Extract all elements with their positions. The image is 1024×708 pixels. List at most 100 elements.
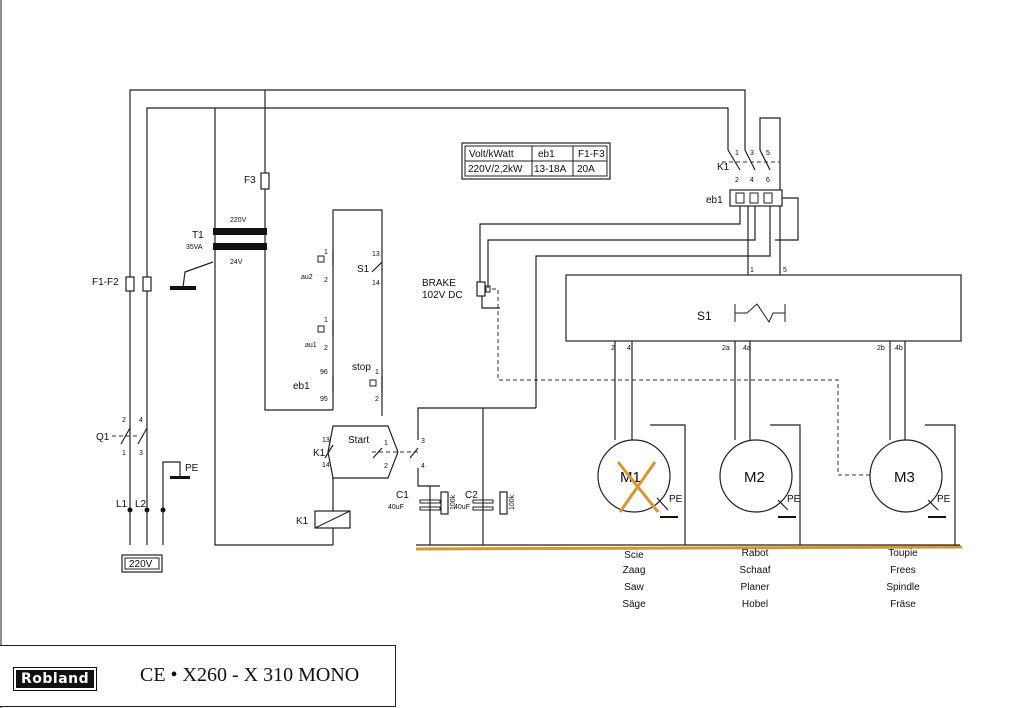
svg-text:14: 14 (322, 462, 330, 469)
svg-text:3: 3 (139, 450, 143, 457)
t1-secondary-label: 24V (230, 259, 243, 266)
svg-text:K1: K1 (296, 516, 309, 527)
svg-text:2: 2 (384, 463, 388, 470)
selector-switch-s1: S1 2 4 2a 4a 2b 4b (565, 274, 962, 352)
svg-text:S1: S1 (357, 264, 370, 275)
svg-text:1: 1 (324, 317, 328, 324)
svg-text:Start: Start (348, 435, 369, 446)
m3-label: M3 (894, 469, 915, 486)
f3-label: F3 (244, 175, 256, 186)
svg-text:Frees: Frees (890, 565, 916, 576)
svg-text:C2: C2 (465, 490, 478, 501)
f1f2-label: F1-F2 (92, 277, 119, 288)
brand-logo: Robland (12, 667, 98, 691)
svg-text:Planer: Planer (741, 582, 771, 593)
pe-ground-icon (170, 476, 190, 479)
transformer-t1: T1 35VA 220V 24V (170, 217, 267, 290)
table-header: eb1 (538, 149, 555, 160)
svg-text:Rabot: Rabot (742, 548, 769, 559)
svg-text:40uF: 40uF (454, 504, 470, 511)
svg-text:3: 3 (421, 438, 425, 445)
capacitors: C1 40uF 100k C2 40uF 100k (388, 407, 536, 545)
k1-contactor: K1 1 3 5 2 4 6 eb1 1 5 (706, 149, 799, 275)
svg-text:3: 3 (750, 150, 754, 157)
svg-text:4: 4 (750, 177, 754, 184)
brake: BRAKE 102V DC (422, 205, 870, 476)
control-circuit: au2 1 2 au1 1 2 eb1 96 95 S1 13 14 stop … (293, 209, 425, 545)
m2-label: M2 (744, 469, 765, 486)
svg-text:4: 4 (421, 463, 425, 470)
svg-text:4a: 4a (743, 345, 751, 352)
svg-text:5: 5 (783, 267, 787, 274)
svg-text:PE: PE (937, 494, 951, 505)
svg-text:100k: 100k (450, 494, 457, 510)
svg-text:1: 1 (750, 267, 754, 274)
l2-label: L2 (135, 499, 147, 510)
svg-text:eb1: eb1 (706, 195, 723, 206)
svg-text:Toupie: Toupie (888, 548, 918, 559)
svg-text:4: 4 (139, 417, 143, 424)
svg-text:Schaaf: Schaaf (739, 565, 770, 576)
motor-m1: M1 PE (597, 341, 686, 545)
svg-text:2: 2 (122, 417, 126, 424)
ground-icon (170, 286, 196, 290)
svg-text:100k: 100k (509, 494, 516, 510)
svg-text:Saw: Saw (624, 582, 644, 593)
motor-m2: M2 PE (719, 341, 801, 545)
svg-text:2: 2 (324, 345, 328, 352)
svg-text:K1: K1 (717, 162, 730, 173)
svg-text:4b: 4b (895, 345, 903, 352)
svg-text:14: 14 (372, 280, 380, 287)
svg-text:2: 2 (324, 277, 328, 284)
svg-text:PE: PE (669, 494, 683, 505)
svg-text:Spindle: Spindle (886, 582, 920, 593)
svg-text:95: 95 (320, 396, 328, 403)
svg-text:4: 4 (627, 345, 631, 352)
spec-table: Volt/kWatt eb1 F1-F3 220V/2,2kW 13-18A 2… (461, 142, 611, 180)
table-cell: 13-18A (534, 164, 567, 175)
svg-text:2: 2 (611, 345, 615, 352)
svg-text:K1: K1 (313, 448, 326, 459)
svg-text:1: 1 (735, 150, 739, 157)
l1-label: L1 (116, 499, 128, 510)
annotation-cross (618, 461, 657, 513)
motor-function-labels: Scie Zaag Saw Säge Rabot Schaaf Planer H… (622, 548, 920, 610)
svg-text:1: 1 (384, 440, 388, 447)
t1-va-label: 35VA (186, 244, 203, 251)
svg-text:C1: C1 (396, 490, 409, 501)
svg-text:96: 96 (320, 369, 328, 376)
table-cell: 220V/2,2kW (468, 164, 523, 175)
table-header: F1-F3 (578, 149, 605, 160)
t1-primary-label: 220V (230, 217, 247, 224)
supply-label: 220V (129, 559, 153, 570)
svg-text:1: 1 (324, 249, 328, 256)
svg-text:au2: au2 (301, 274, 313, 281)
title-block: Robland CE • X260 - X 310 MONO (0, 645, 396, 707)
t1-label: T1 (192, 230, 204, 241)
table-cell: 20A (577, 164, 595, 175)
svg-text:2a: 2a (722, 345, 730, 352)
svg-text:40uF: 40uF (388, 504, 404, 511)
pe-label: PE (185, 463, 199, 474)
svg-text:Hobel: Hobel (742, 599, 768, 610)
annotation-underline (415, 545, 963, 551)
fuse-f1-f2: F1-F2 (92, 276, 152, 292)
svg-text:2: 2 (735, 177, 739, 184)
svg-text:Fräse: Fräse (890, 599, 916, 610)
svg-text:13: 13 (322, 437, 330, 444)
svg-text:2: 2 (375, 396, 379, 403)
svg-text:Scie: Scie (624, 550, 644, 561)
fuse-f3: F3 (244, 172, 270, 190)
motor-m3: M3 PE (869, 341, 956, 545)
svg-text:2b: 2b (877, 345, 885, 352)
supply-rails (129, 89, 781, 546)
svg-text:Zaag: Zaag (623, 565, 646, 576)
switch-q1: Q1 2 4 1 3 PE L1 L2 220V (96, 417, 199, 573)
table-header: Volt/kWatt (469, 149, 514, 160)
svg-text:Säge: Säge (622, 599, 646, 610)
q1-label: Q1 (96, 432, 110, 443)
svg-text:eb1: eb1 (293, 381, 310, 392)
svg-text:PE: PE (787, 494, 801, 505)
brake-label: BRAKE (422, 278, 456, 289)
